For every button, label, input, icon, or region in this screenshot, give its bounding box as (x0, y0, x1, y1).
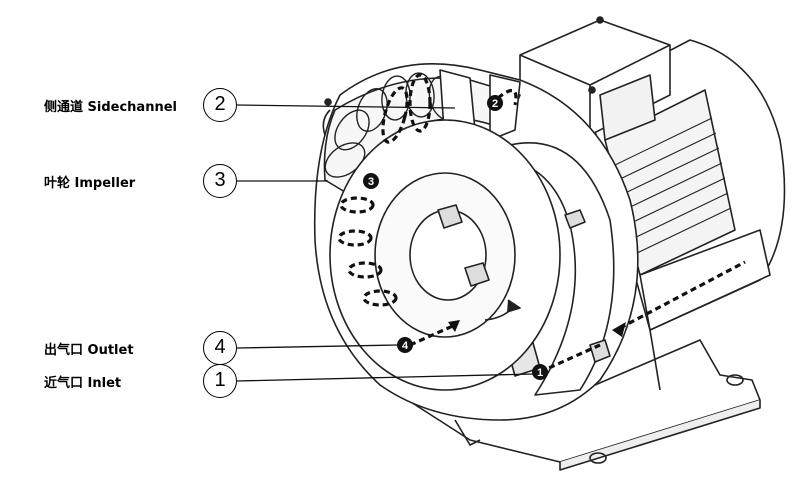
impeller (329, 119, 561, 391)
air-flow-path (337, 73, 746, 374)
callout-label-inlet: 近气口 Inlet (44, 376, 122, 391)
callout-label-outlet: 出气口 Outlet (44, 343, 134, 358)
leader-lines (236, 104, 534, 382)
flow-markers: 1 2 3 4 (363, 95, 548, 380)
flow-marker-1: 1 (537, 367, 543, 379)
callout-label-sidechannel: 侧通道 Sidechannel (44, 100, 177, 115)
callout-label-impeller: 叶轮 Impeller (44, 176, 136, 191)
flow-marker-4: 4 (402, 340, 409, 352)
callout-number-4: 4 (203, 331, 237, 365)
callout-number-3: 3 (203, 164, 237, 198)
flow-marker-3: 3 (368, 176, 374, 188)
flow-arrowheads (448, 320, 626, 337)
callout-number-1: 1 (203, 364, 237, 398)
callout-number-2: 2 (203, 88, 237, 122)
base-feet (399, 339, 761, 471)
flow-marker-2: 2 (492, 98, 498, 110)
